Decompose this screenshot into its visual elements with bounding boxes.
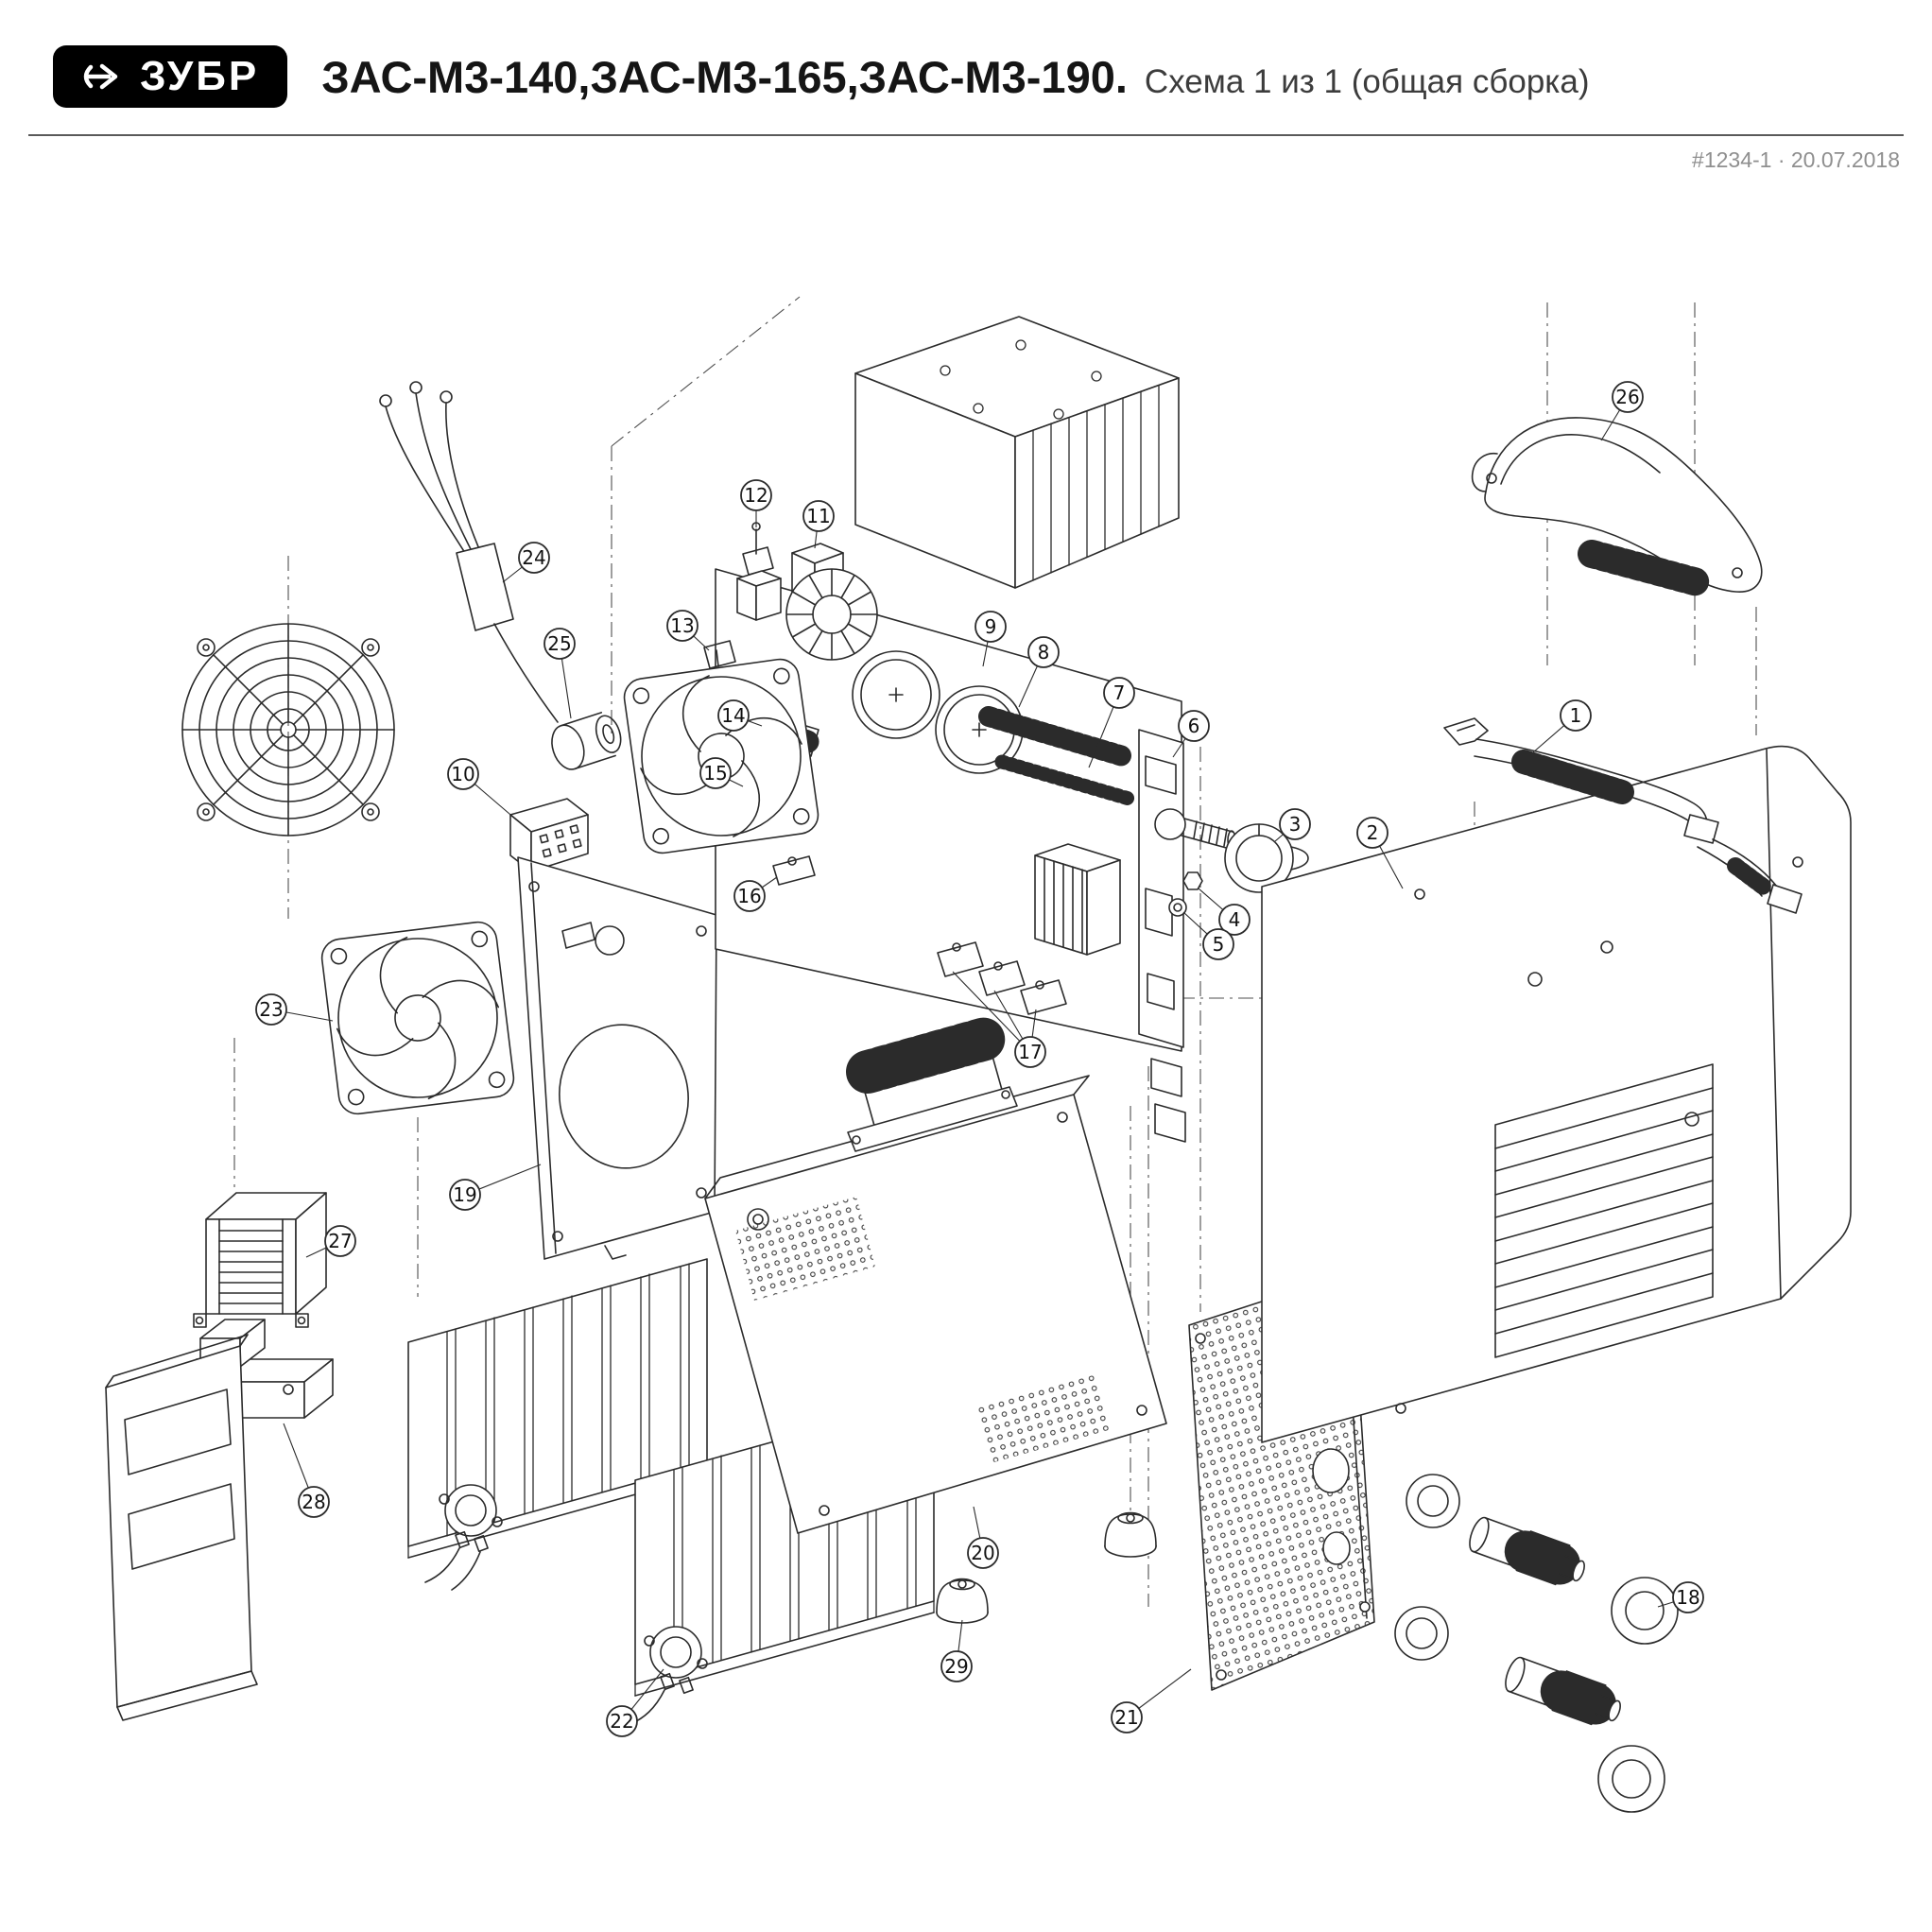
callout-1: 1 (1532, 699, 1592, 753)
svg-text:1: 1 (1570, 704, 1582, 727)
callout-12: 12 (740, 479, 772, 527)
top-heatsink-drawing (854, 316, 1180, 589)
input-wires-drawing (379, 381, 559, 723)
callout-16: 16 (733, 876, 778, 912)
alignment-guides (233, 296, 1757, 1607)
svg-text:12: 12 (744, 484, 768, 507)
svg-text:26: 26 (1615, 386, 1639, 408)
cable-gland-drawing (551, 712, 622, 770)
callout-29: 29 (940, 1619, 973, 1682)
svg-text:15: 15 (703, 762, 727, 785)
callout-11: 11 (802, 500, 835, 549)
svg-text:22: 22 (610, 1710, 633, 1733)
svg-text:4: 4 (1229, 908, 1241, 931)
svg-text:27: 27 (328, 1230, 352, 1252)
svg-text:9: 9 (985, 615, 997, 638)
carry-handle-drawing (1471, 417, 1763, 596)
document-reference: #1234-1 · 20.07.2018 (1692, 147, 1900, 172)
svg-text:28: 28 (302, 1491, 325, 1513)
transformer-drawing (193, 1192, 327, 1328)
heatsink-a-drawing (407, 1258, 708, 1559)
callout-23: 23 (255, 993, 334, 1026)
callout-13: 13 (666, 610, 710, 651)
svg-text:19: 19 (453, 1183, 476, 1206)
header-divider (28, 134, 1904, 136)
base-plate-drawing (704, 1075, 1167, 1534)
callout-25: 25 (543, 628, 576, 719)
thermostat-b-drawing (630, 1626, 708, 1725)
svg-text:2: 2 (1367, 821, 1379, 844)
svg-text:21: 21 (1114, 1706, 1138, 1729)
callout-22: 22 (606, 1668, 664, 1737)
callout-18: 18 (1657, 1581, 1704, 1613)
callout-21: 21 (1111, 1668, 1192, 1734)
svg-text:5: 5 (1213, 933, 1225, 956)
title-block: ЗАС-М3-140,ЗАС-М3-165,ЗАС-М3-190. Схема … (321, 51, 1589, 103)
svg-text:14: 14 (721, 704, 745, 727)
svg-text:16: 16 (737, 885, 761, 907)
callout-27: 27 (305, 1225, 356, 1258)
main-pcb-drawing (623, 522, 1309, 1152)
housing-cover-drawing (1261, 745, 1852, 1443)
fan-guard-drawing (181, 623, 395, 837)
svg-text:6: 6 (1188, 715, 1200, 737)
svg-text:10: 10 (451, 763, 474, 785)
svg-text:18: 18 (1676, 1586, 1699, 1609)
callout-6: 6 (1172, 710, 1210, 758)
callout-17: 17 (952, 971, 1046, 1068)
mounting-plate-drawing (517, 856, 717, 1260)
svg-text:11: 11 (806, 505, 830, 527)
callout-20: 20 (967, 1506, 999, 1569)
output-terminals-drawing (1394, 1474, 1679, 1813)
callout-7: 7 (1088, 677, 1135, 768)
svg-text:24: 24 (522, 546, 545, 569)
callout-28: 28 (283, 1423, 330, 1518)
callout-3: 3 (1274, 808, 1311, 842)
svg-text:25: 25 (547, 632, 571, 655)
svg-text:17: 17 (1018, 1041, 1042, 1063)
callout-8: 8 (1018, 636, 1060, 708)
callout-14: 14 (717, 699, 763, 732)
carry-strap-drawing (1443, 717, 1803, 914)
svg-text:29: 29 (944, 1655, 968, 1678)
svg-text:8: 8 (1038, 641, 1050, 664)
callout-26: 26 (1600, 381, 1644, 441)
svg-text:7: 7 (1113, 681, 1126, 704)
svg-text:13: 13 (670, 614, 694, 637)
rubber-feet-drawing (936, 1511, 1157, 1624)
callout-15: 15 (699, 757, 744, 789)
callout-10: 10 (447, 758, 517, 820)
brand-name: ЗУБР (140, 53, 260, 99)
callouts-layer: 1234567891011121314151617181920212223242… (255, 381, 1704, 1737)
svg-text:23: 23 (259, 998, 283, 1021)
svg-text:3: 3 (1289, 813, 1302, 836)
thermostat-a-drawing (424, 1484, 503, 1591)
callout-5: 5 (1182, 911, 1234, 960)
side-frame-drawing (105, 1334, 258, 1721)
page-header: ЗУБР ЗАС-М3-140,ЗАС-М3-165,ЗАС-М3-190. С… (0, 0, 1932, 173)
zubr-logo-icon (83, 63, 118, 90)
svg-text:20: 20 (971, 1542, 994, 1564)
zubr-logo: ЗУБР (53, 45, 288, 108)
page-subtitle: Схема 1 из 1 (общая сборка) (1144, 62, 1590, 100)
page-title: ЗАС-М3-140,ЗАС-М3-165,ЗАС-М3-190. (321, 51, 1128, 102)
callout-2: 2 (1356, 817, 1404, 889)
callout-9: 9 (975, 611, 1007, 667)
front-fan-drawing (320, 921, 515, 1115)
callout-19: 19 (449, 1164, 542, 1211)
power-connector-drawing (509, 798, 589, 872)
callout-4: 4 (1198, 888, 1251, 936)
callout-24: 24 (502, 542, 550, 583)
